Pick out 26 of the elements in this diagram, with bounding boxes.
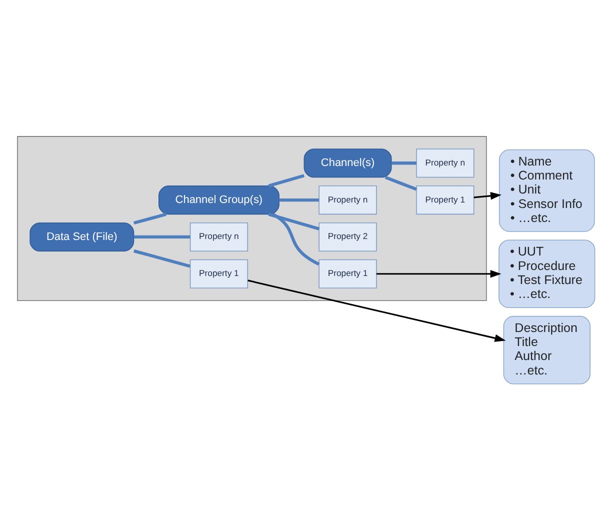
connector	[391, 162, 416, 165]
arrow	[248, 280, 506, 342]
node-box: • Name • Comment • Unit • Sensor Info • …etc.	[498, 149, 595, 232]
node-box: • UUT • Procedure • Test Fixture • …etc.	[498, 240, 596, 308]
node-box: Property n	[416, 148, 474, 178]
cluster	[17, 136, 487, 301]
node-box: Channel(s)	[304, 148, 392, 178]
node-box: Property 1	[190, 259, 248, 288]
node-box: Property n	[190, 222, 248, 252]
node-box: Description Title Author …etc.	[503, 316, 590, 384]
connector	[268, 174, 305, 188]
connector	[133, 212, 167, 225]
connector	[268, 212, 320, 230]
node-box: Data Set (File)	[30, 222, 134, 252]
node-box: Property n	[318, 186, 377, 215]
arrow	[474, 192, 502, 200]
connector	[384, 176, 418, 191]
arrow	[376, 270, 502, 278]
node-box: Channel Group(s)	[158, 186, 280, 215]
node-box: Property 2	[318, 222, 377, 252]
node-box: Property 1	[416, 186, 474, 215]
connector	[134, 235, 190, 239]
node-box: Property 1	[318, 259, 377, 288]
connector	[133, 249, 190, 268]
connector	[279, 198, 319, 202]
connector	[272, 212, 320, 266]
